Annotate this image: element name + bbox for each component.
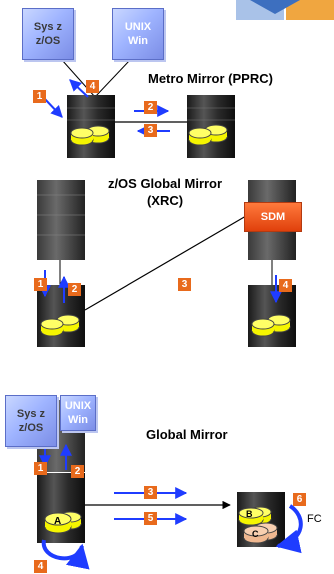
volume-b-label: B: [246, 509, 253, 519]
metro-step-3-badge: 3: [144, 124, 157, 137]
primary-storage-server: [67, 95, 115, 158]
volume-a-disk-stack-icon: [44, 511, 82, 534]
xrc-step-4-badge: 4: [279, 279, 292, 292]
volume-a-label: A: [54, 516, 62, 527]
volume-c-disk-stack-icon: [243, 522, 278, 544]
xrc-secondary-disk-stack-icon: [251, 314, 291, 337]
gm-step-6-badge: 6: [293, 493, 306, 506]
xrc-host-server: [37, 180, 85, 260]
xrc-step-2-badge: 2: [68, 283, 81, 296]
metro-host-sysz-label: Sys z z/OS: [33, 21, 63, 47]
secondary-disk-stack-icon: [188, 124, 228, 146]
gm-host-unix: UNIX Win: [60, 395, 96, 431]
gm-step-5-badge: 5: [144, 512, 157, 525]
sdm-box: SDM: [244, 202, 302, 232]
flashcopy-loop-arrow: [41, 539, 90, 570]
metro-step-4-badge: 4: [86, 80, 99, 93]
fc-label: FC: [307, 513, 322, 525]
metro-host-unix-label: UNIX Win: [124, 21, 152, 47]
gm-step-4-badge: 4: [34, 560, 47, 573]
gm-step-1-badge: 1: [34, 462, 47, 475]
global-mirror-title: Global Mirror: [146, 427, 228, 442]
gm-host-unix-label: UNIX Win: [64, 400, 92, 426]
volume-c-label: C: [252, 529, 259, 539]
gm-host-sysz: Sys z z/OS: [5, 395, 57, 447]
xrc-title: z/OS Global Mirror (XRC): [107, 176, 223, 208]
xrc-step-3-badge: 3: [178, 278, 191, 291]
gm-host-sysz-label: Sys z z/OS: [16, 408, 46, 434]
xrc-step-1-badge: 1: [34, 278, 47, 291]
metro-step-1-badge: 1: [33, 90, 46, 103]
metro-host-sysz: Sys z z/OS: [22, 8, 74, 60]
volume-b-disk-stack-icon: [238, 506, 272, 526]
primary-disk-stack-icon: [70, 125, 110, 146]
metro-mirror-title: Metro Mirror (PPRC): [148, 71, 273, 86]
gm-step-2-badge: 2: [71, 465, 84, 478]
metro-host-unix: UNIX Win: [112, 8, 164, 60]
fc-loop-arrow: [275, 504, 303, 554]
gm-step-3-badge: 3: [144, 486, 157, 499]
thumbnail-graphic: [236, 0, 334, 20]
metro-step-2-badge: 2: [144, 101, 157, 114]
xrc-primary-disk-stack-icon: [40, 314, 80, 337]
